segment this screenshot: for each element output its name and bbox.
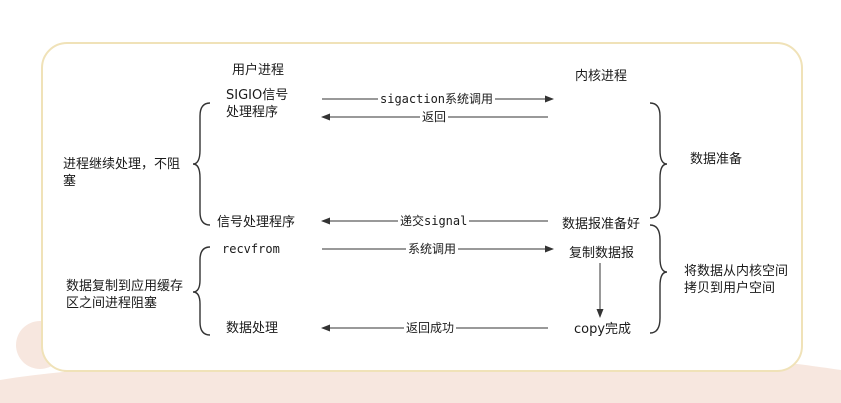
kernel-process-header: 内核进程 [575,69,628,84]
deliver-signal-label: 递交signal [398,213,470,230]
recvfrom-label: recvfrom [222,242,280,256]
return-success-label: 返回成功 [404,320,457,337]
copy-kernel-to-user-label: 将数据从内核空间 拷贝到用户空间 [684,264,789,296]
data-preparing-label: 数据准备 [690,152,743,167]
syscall-label: 系统调用 [406,241,459,258]
signal-handler-label: 信号处理程序 [217,215,296,230]
sigaction-call-label: sigaction系统调用 [378,91,496,108]
copy-datagram-label: 复制数据报 [569,246,635,261]
user-process-header: 用户进程 [232,63,285,78]
left-brace-bottom [192,246,211,336]
copy-block-label: 数据复制到应用缓存 区之间进程阻塞 [66,279,184,311]
process-data-label: 数据处理 [226,321,279,336]
right-brace-bottom [649,224,668,334]
data-ready-label: 数据报准备好 [562,217,641,232]
continue-no-block-label: 进程继续处理，不阻 塞 [63,157,181,189]
sigio-handler-label: SIGIO信号 处理程序 [226,88,289,120]
return-label: 返回 [420,109,449,126]
right-brace-top [649,102,668,219]
left-brace-top [192,102,211,226]
copy-done-label: copy完成 [574,322,632,337]
